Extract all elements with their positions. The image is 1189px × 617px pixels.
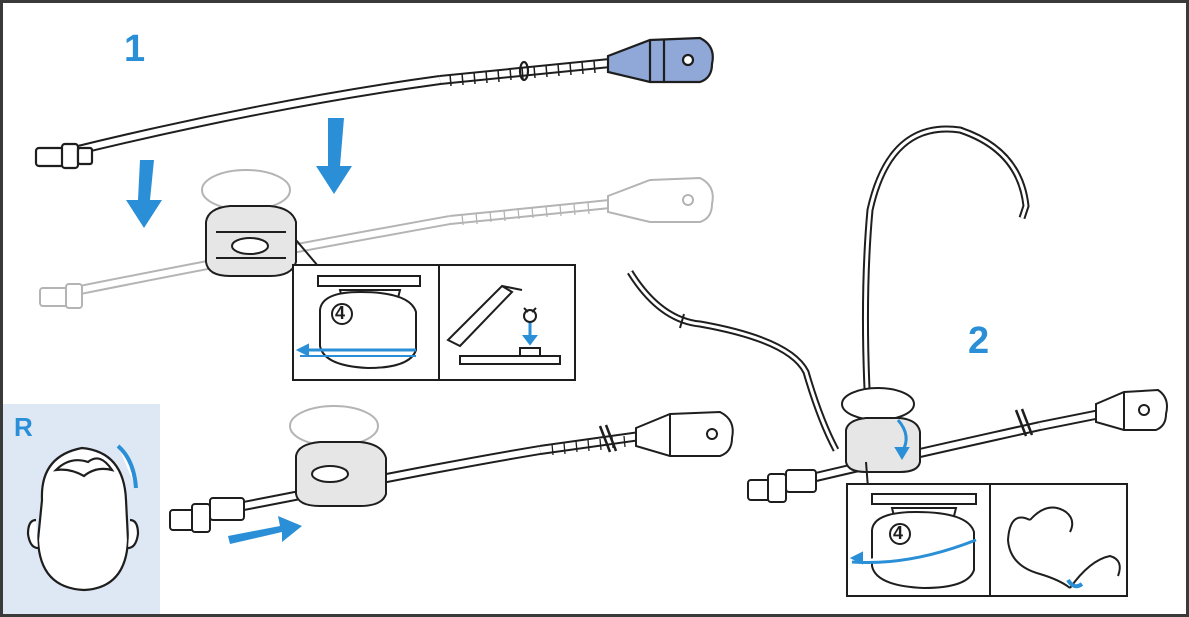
- detail-c-number: 4: [893, 523, 904, 543]
- microphone-boom-step2-icon: [747, 387, 1168, 503]
- detail-box-a: [292, 264, 576, 381]
- clip-assembled-icon: [289, 405, 387, 507]
- microphone-boom-icon: [34, 36, 714, 170]
- ear-hook-icon: [627, 125, 1030, 471]
- step-2-label: 2: [968, 320, 990, 362]
- detail-box-c: [846, 483, 1128, 597]
- step-1-label: 1: [124, 28, 146, 70]
- head-icon: [26, 444, 140, 592]
- microphone-boom-assembled-icon: [169, 410, 734, 533]
- detail-a-number: 4: [335, 303, 346, 323]
- arrow-right-icon: [228, 516, 302, 544]
- clip-icon: [201, 169, 319, 277]
- side-label-r: R: [14, 412, 33, 442]
- arrow-down-icon: [126, 118, 352, 228]
